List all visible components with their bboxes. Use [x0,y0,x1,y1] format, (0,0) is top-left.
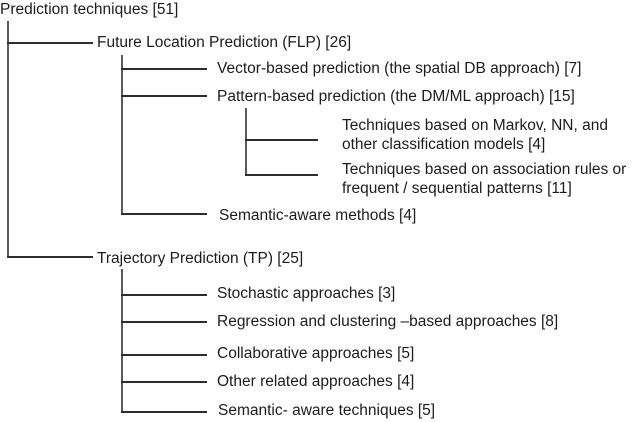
node-stochastic-approaches: Stochastic approaches [3] [217,285,396,302]
node-association-rules-techniques: Techniques based on association rules or… [342,161,627,197]
node-semantic-aware-methods: Semantic-aware methods [4] [219,207,417,224]
connector-association-branch [245,174,318,176]
connector-vector-branch [121,68,207,70]
node-markov-classification-techniques: Techniques based on Markov, NN, and othe… [342,117,608,153]
connector-tp-branch [7,256,93,258]
node-collaborative-approaches: Collaborative approaches [5] [217,345,415,362]
node-future-location-prediction: Future Location Prediction (FLP) [26] [97,34,352,51]
connector-stochastic-branch [121,294,207,296]
node-pattern-based-prediction: Pattern-based prediction (the DM/ML appr… [217,88,575,105]
node-vector-based-prediction: Vector-based prediction (the spatial DB … [217,60,582,77]
connector-flp-vertical [121,55,123,215]
node-other-related-approaches: Other related approaches [4] [217,373,415,390]
connector-flp-branch [7,42,93,44]
connector-regression-branch [121,321,207,323]
connector-semantic-methods-branch [121,213,207,215]
node-regression-clustering-approaches: Regression and clustering –based approac… [217,313,559,330]
connector-semantic-techniques-branch [121,411,207,413]
connector-collaborative-branch [121,354,207,356]
connector-tp-vertical [121,269,123,413]
node-trajectory-prediction: Trajectory Prediction (TP) [25] [97,250,304,267]
connector-root-vertical [7,21,9,258]
connector-markov-branch [245,139,318,141]
node-semantic-aware-techniques: Semantic- aware techniques [5] [218,402,436,419]
connector-pattern-branch [121,95,207,97]
node-prediction-techniques: Prediction techniques [51] [0,1,179,18]
connector-other-branch [121,381,207,383]
connector-pattern-vertical [245,108,247,176]
